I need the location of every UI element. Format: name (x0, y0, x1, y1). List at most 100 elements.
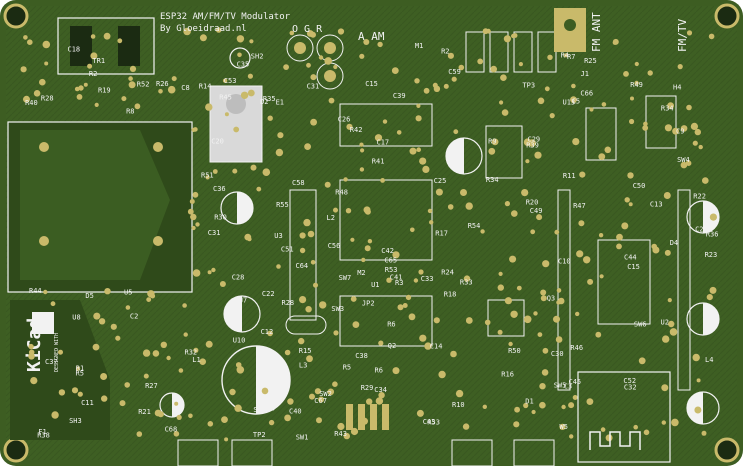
ref-designator: C2 (130, 313, 138, 321)
pad (604, 146, 612, 154)
pad (318, 55, 324, 60)
pad (303, 218, 311, 227)
ref-designator: C8 (181, 84, 189, 92)
pad (324, 181, 331, 188)
pad (518, 62, 524, 67)
ref-designator: R14 (199, 83, 212, 91)
ref-designator: F1 (38, 428, 46, 436)
pad (211, 267, 216, 273)
pad (435, 188, 443, 196)
pad (438, 370, 446, 379)
pad (521, 189, 529, 197)
ref-designator: R26 (156, 80, 169, 88)
pad (234, 404, 242, 412)
pad (392, 251, 400, 259)
pad (328, 97, 335, 104)
pad (20, 66, 27, 73)
pad (324, 57, 333, 65)
pad (142, 349, 151, 357)
label-a-am: A AM (358, 30, 385, 43)
pad (455, 389, 464, 398)
pad (128, 76, 133, 81)
pad (450, 350, 457, 358)
ref-designator: SW3 (331, 305, 344, 313)
pad (503, 35, 511, 43)
ref-designator: C12 (261, 328, 274, 336)
ref-designator: SH3 (69, 417, 82, 425)
pad (207, 270, 212, 275)
pad (482, 404, 487, 409)
pad (501, 109, 509, 116)
ref-designator: R17 (435, 230, 448, 238)
ref-designator: R6 (375, 366, 383, 374)
ref-designator: R8 (126, 107, 134, 115)
ref-designator: R40 (25, 99, 38, 107)
pad (115, 335, 121, 341)
pad (702, 177, 709, 184)
ref-designator: C13 (650, 200, 663, 208)
pad (350, 296, 357, 302)
ref-designator: R2 (441, 48, 449, 56)
pad (391, 67, 399, 74)
ref-designator: TR1 (92, 57, 105, 65)
pad (319, 301, 327, 309)
pad (598, 153, 606, 161)
pad (706, 294, 713, 301)
ref-designator: U10 (233, 336, 246, 344)
ref-designator: C59 (448, 68, 461, 76)
pad (224, 437, 229, 442)
pad (136, 431, 143, 437)
pad (93, 312, 101, 320)
pad (333, 207, 338, 213)
pad (318, 396, 325, 403)
pad (310, 74, 317, 81)
pad (680, 161, 688, 169)
ref-designator: SH1 (253, 406, 266, 414)
ref-designator: C41 (390, 274, 403, 282)
ref-designator: SW5 (554, 382, 567, 390)
ref-designator: C40 (289, 408, 302, 416)
pad (306, 355, 313, 363)
pad (555, 336, 563, 343)
ref-designator: M1 (415, 42, 423, 50)
ref-designator: R52 (137, 81, 150, 89)
pad (343, 432, 350, 440)
pad (359, 142, 364, 147)
ref-designator: U8 (72, 314, 80, 322)
ref-designator: C5 (572, 98, 580, 106)
ref-designator: SW4 (677, 156, 690, 164)
pad (612, 40, 617, 45)
pad (287, 398, 294, 405)
logo-text: KiCad (24, 318, 45, 372)
ref-designator: R27 (145, 382, 158, 390)
pad (146, 297, 152, 302)
ref-designator: C39 (393, 92, 406, 100)
ref-designator: U2 (661, 318, 669, 326)
rf-connector-e1 (554, 8, 586, 52)
ref-designator: R53 (385, 266, 398, 274)
pad (482, 28, 489, 35)
pad (377, 41, 383, 48)
pad (236, 35, 245, 43)
pad (451, 76, 457, 82)
pad (601, 102, 607, 107)
pad (256, 186, 262, 192)
ref-designator: C45 (569, 378, 582, 386)
pad (284, 414, 291, 422)
pad (460, 189, 467, 196)
pad (628, 202, 633, 207)
ref-designator: C37 (45, 358, 58, 366)
pad (205, 340, 213, 348)
ref-designator: C35 (237, 60, 250, 68)
pad (465, 202, 473, 210)
pad (305, 306, 312, 313)
pad (458, 64, 465, 71)
pad (516, 285, 522, 291)
pad (360, 148, 365, 153)
pad (563, 53, 569, 58)
pad (76, 366, 81, 371)
pad (638, 357, 646, 365)
pad (465, 317, 473, 324)
ref-designator: H4 (673, 84, 681, 92)
ref-designator: D5 (85, 292, 93, 300)
